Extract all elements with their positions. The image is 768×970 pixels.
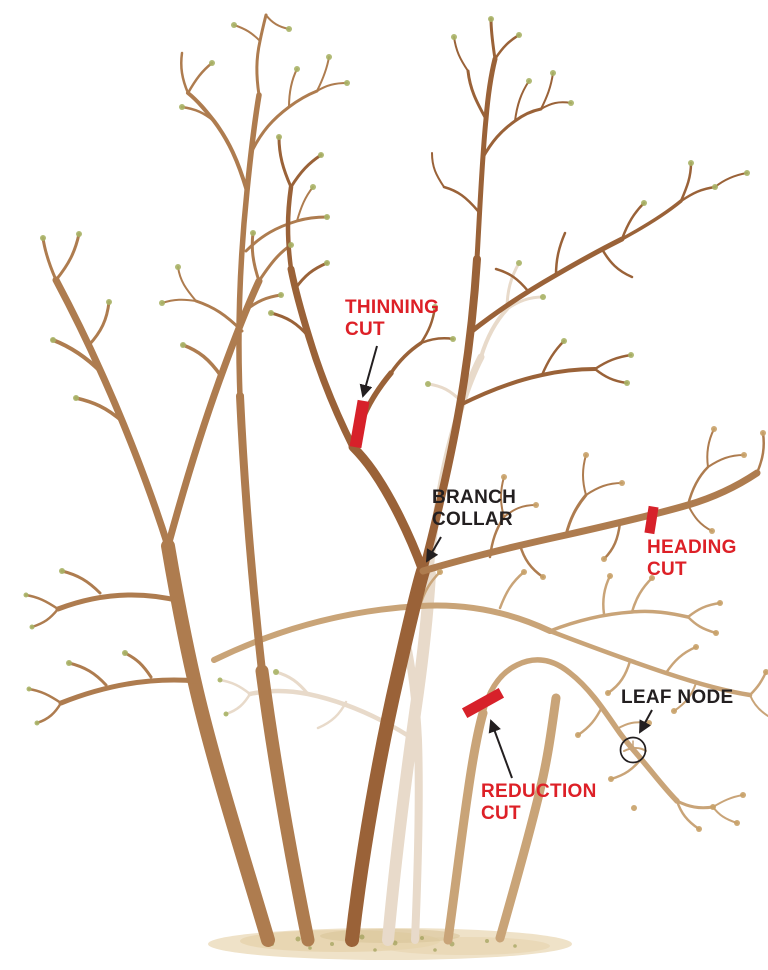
tall-left-leader [161, 13, 348, 947]
label-branch-collar: BRANCH COLLAR [432, 487, 517, 530]
leaf-node-arrow [639, 709, 653, 734]
label-leaf-node: LEAF NODE [621, 687, 734, 708]
branch-collar-arrow [426, 536, 442, 563]
heading-cut-mark [644, 505, 659, 535]
heading-branch [419, 428, 765, 579]
thinning-cut-arrow [359, 345, 378, 398]
cut-marks [349, 399, 659, 718]
label-heading-cut: HEADING CUT [647, 537, 737, 580]
central-leader [269, 17, 748, 947]
reduction-cut-mark [461, 688, 505, 718]
leaf-node-bud [623, 747, 647, 752]
label-thinning-cut: THINNING CUT [345, 297, 440, 340]
reduction-cut-arrow [488, 719, 513, 779]
label-reduction-cut: REDUCTION CUT [481, 781, 597, 824]
annotations [359, 345, 653, 779]
green-buds [23, 16, 750, 726]
left-stem [24, 231, 293, 947]
pale-stems [218, 261, 545, 946]
tan-buds [437, 426, 768, 832]
thinning-cut-mark [349, 399, 370, 449]
leaf-node-circle [619, 736, 647, 764]
